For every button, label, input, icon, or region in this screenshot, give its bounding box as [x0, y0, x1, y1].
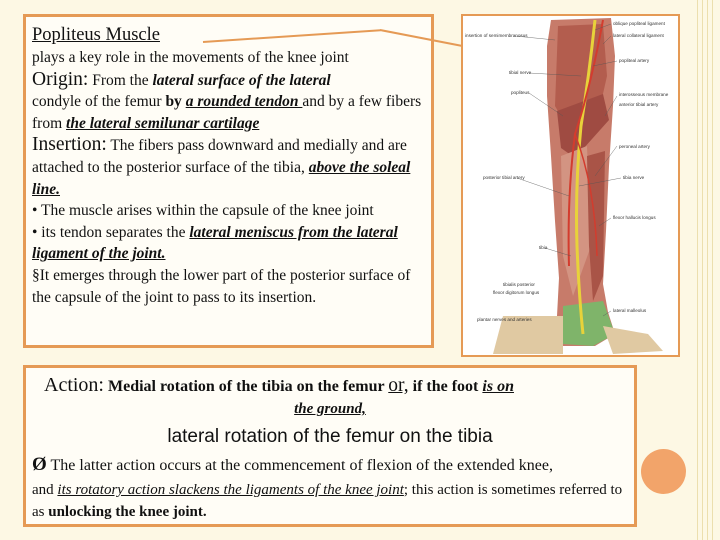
peroneal-artery [574, 133, 598, 257]
leg-dissection-illustration: oblique popliteal ligament insertion of … [463, 16, 678, 355]
origin-label: Origin: [32, 68, 89, 90]
action-text-3: is on [482, 378, 514, 395]
origin-text-1: From the [88, 71, 153, 89]
origin-text-5: a rounded tendon [185, 93, 303, 111]
origin-text-7: the lateral semilunar cartilage [66, 114, 260, 132]
figure-label: flexor hallucis longus [613, 215, 656, 220]
action-text-1: Medial rotation of the tibia on the femu… [104, 378, 389, 395]
action-or: or, [388, 375, 409, 396]
flexion-text: The latter action occurs at the commence… [46, 457, 553, 474]
figure-label: insertion of semimembranosus [465, 33, 528, 38]
bullet-emerges: §It emerges through the lower part of th… [32, 266, 411, 306]
figure-label: tibia [539, 245, 548, 250]
action-label: Action: [44, 374, 104, 396]
heel [493, 316, 563, 354]
insertion-label: Insertion: [32, 134, 107, 156]
bullet-tendon-text: • its tendon separates the [32, 223, 190, 241]
label-leader-lines [514, 23, 622, 317]
insertion-paragraph: Insertion: The fibers pass downward and … [32, 134, 431, 200]
figure-label: anterior tibial artery [619, 102, 659, 107]
unlocking-text-4: unlocking the knee joint. [48, 504, 207, 520]
action-line-2: the ground, [32, 398, 628, 420]
description-panel: Popliteus Muscle plays a key role in the… [23, 14, 434, 348]
origin-text-2: lateral surface of the lateral [152, 71, 331, 89]
origin-text-3: condyle of the femur [32, 93, 166, 111]
figure-label: tibialis posterior [503, 282, 535, 287]
bullet-tendon-emphasis: lateral meniscus from the lateral ligame… [32, 223, 398, 263]
intro-text: plays a key role in the movements of the… [32, 49, 349, 66]
figure-label: interosseous membrane [619, 92, 669, 97]
arrow-bullet: Ø [32, 454, 47, 475]
tibial-nerve [575, 19, 597, 335]
action-text-4: the ground, [294, 401, 366, 417]
origin-paragraph: Origin: From the lateral surface of the … [32, 69, 431, 135]
unlocking-text-1: and [32, 482, 58, 498]
figure-label: popliteal artery [619, 58, 650, 63]
popliteus-muscle [557, 94, 609, 158]
figure-label: oblique popliteal ligament [613, 21, 666, 26]
figure-label: peroneal artery [619, 144, 651, 149]
action-line-1: Action: Medial rotation of the tibia on … [32, 374, 628, 398]
lateral-rotation-line: lateral rotation of the femur on the tib… [167, 426, 493, 447]
origin-text-6: and by a few fibers from [32, 93, 422, 132]
figure-label: lateral collateral ligament [613, 33, 665, 38]
figure-label: plantar nerves and arteries [477, 317, 532, 322]
page-title: Popliteus Muscle [32, 25, 160, 45]
anatomy-figure: oblique popliteal ligament insertion of … [461, 14, 680, 357]
figure-label: posterior tibial artery [483, 175, 525, 180]
unlocking-text-2: its rotatory action slackens the ligamen… [57, 482, 404, 498]
flexion-line: Ø The latter action occurs at the commen… [32, 452, 628, 479]
figure-label: tibial nerve [509, 70, 532, 75]
figure-label: tibia nerve [623, 175, 645, 180]
insertion-text-2: above the soleal line. [32, 158, 411, 198]
retinaculum [563, 301, 615, 346]
flexor-hallucis [587, 151, 605, 301]
figure-label: flexor digitorum longus [493, 290, 540, 295]
figure-label: popliteus [511, 90, 530, 95]
bullet-tendon: • its tendon separates the lateral menis… [32, 222, 431, 265]
decorative-circle [641, 449, 686, 494]
bullet-capsule: • The muscle arises within the capsule o… [32, 202, 374, 220]
foot [603, 326, 663, 354]
figure-label: lateral malleolus [613, 308, 647, 313]
action-panel: Action: Medial rotation of the tibia on … [23, 365, 637, 527]
origin-text-4: by [165, 93, 186, 111]
unlocking-text-3: ; this action is sometimes referred to a… [32, 482, 623, 520]
insertion-text-1: The fibers pass downward and medially an… [32, 137, 407, 176]
action-text-2: if the foot [408, 378, 483, 395]
unlocking-line: and its rotatory action slackens the lig… [32, 479, 628, 523]
